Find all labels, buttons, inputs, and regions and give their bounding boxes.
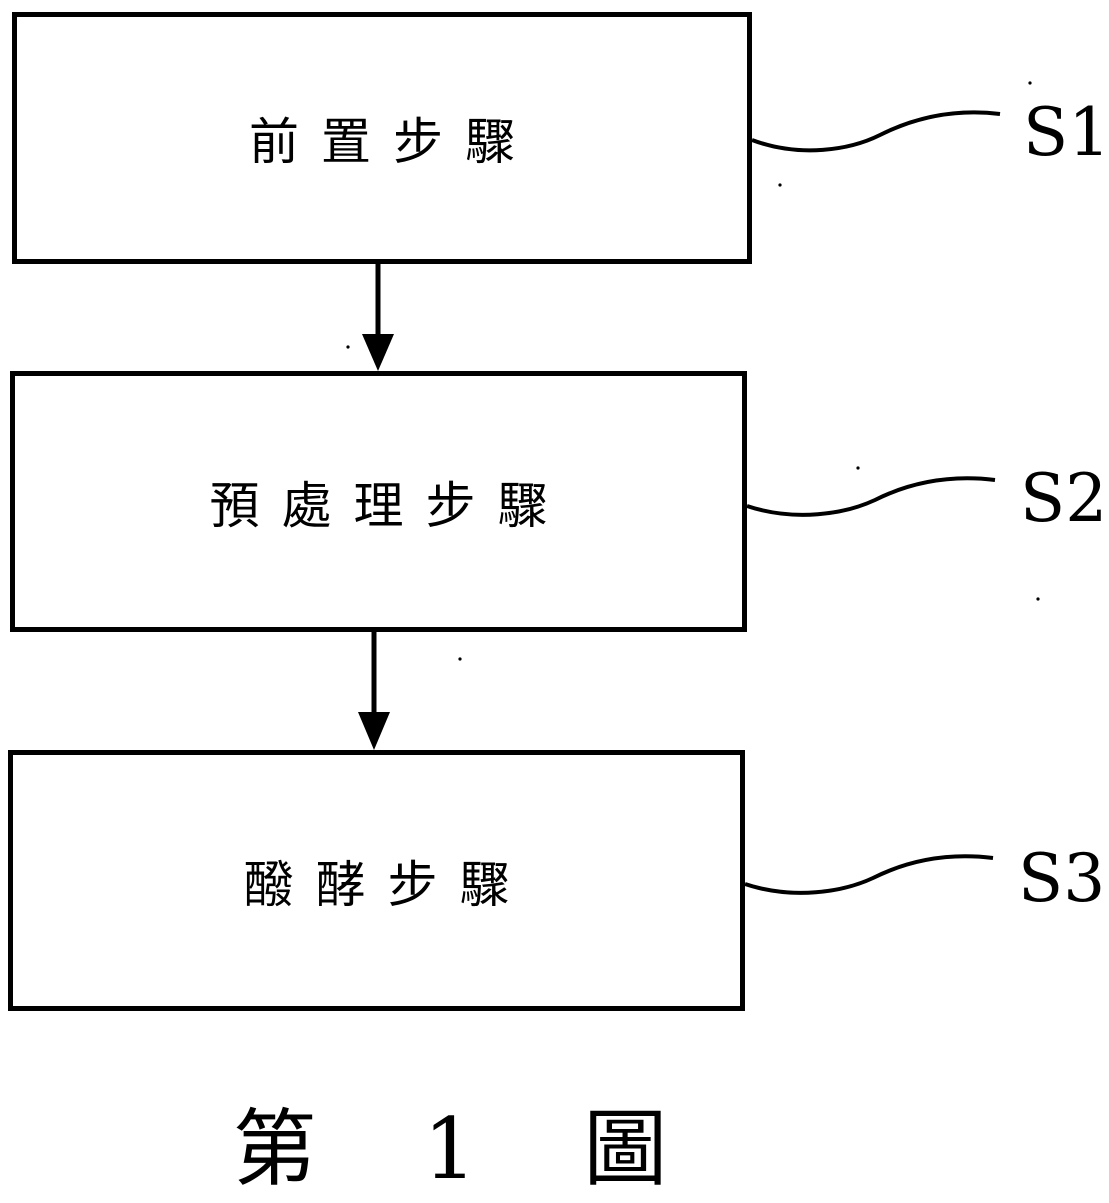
connector-layer <box>346 81 1040 895</box>
step-label-pre: 前置步驟 <box>249 113 537 171</box>
step-id-s2: S2 <box>1020 460 1108 537</box>
step-box-pre: 前置步驟 <box>12 12 752 264</box>
step-box-fermentation: 醱酵步驟 <box>8 750 745 1011</box>
scan-speck <box>1028 81 1032 85</box>
leader-line-s1 <box>751 110 1001 153</box>
step-id-s3: S3 <box>1018 840 1106 917</box>
scan-speck <box>346 345 350 349</box>
scan-speck <box>778 183 782 187</box>
step-id-s1: S1 <box>1023 94 1109 171</box>
leader-line-s2 <box>746 476 996 517</box>
flow-arrow-s2-s3 <box>358 632 390 750</box>
scan-speck <box>1036 597 1040 601</box>
figure-caption: 第 1 圖 <box>232 1100 708 1198</box>
scan-speck <box>458 657 462 661</box>
flow-arrow-s1-s2 <box>362 264 394 371</box>
leader-line-s3 <box>744 854 994 895</box>
step-label-fermentation: 醱酵步驟 <box>243 855 532 914</box>
scan-speck <box>856 466 860 470</box>
step-box-pretreatment: 預處理步驟 <box>10 371 747 632</box>
step-label-pretreatment: 預處理步驟 <box>209 476 570 535</box>
